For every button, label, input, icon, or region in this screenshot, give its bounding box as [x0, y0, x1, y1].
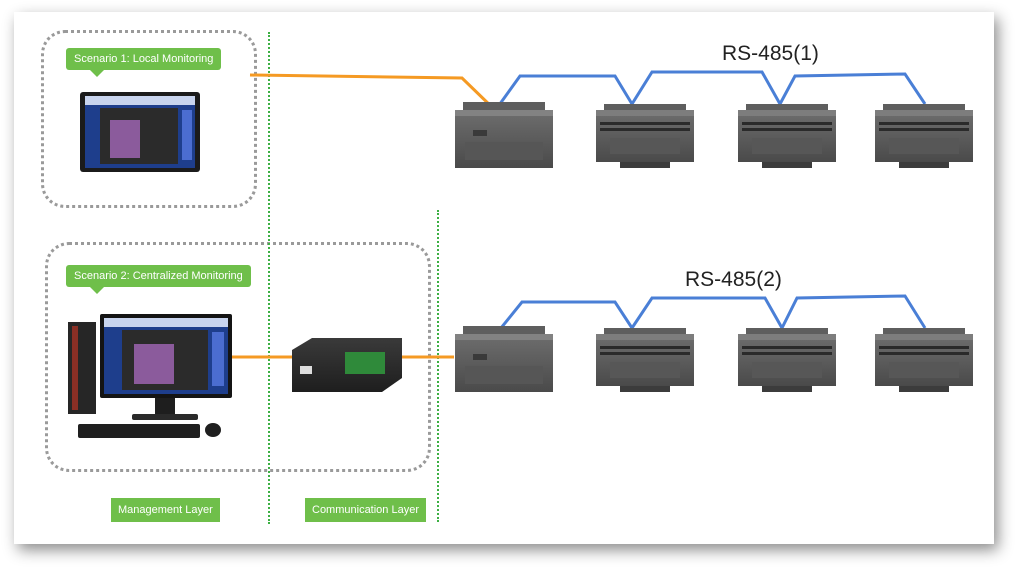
mouse-icon	[205, 423, 221, 437]
communication-layer-label: Communication Layer	[305, 498, 426, 522]
io-module-icon	[738, 328, 836, 392]
bus2-link-a	[495, 300, 634, 334]
scenario1-box	[41, 30, 257, 208]
io-module-icon	[596, 328, 694, 392]
touch-panel-icon	[80, 92, 200, 172]
scenario1-label: Scenario 1: Local Monitoring	[66, 48, 222, 77]
io-module-icon	[596, 104, 694, 168]
gateway-icon	[292, 338, 402, 392]
io-module-icon	[875, 328, 973, 392]
bus1-link-b	[630, 70, 782, 105]
io-module-icon	[455, 326, 553, 392]
io-module-icon	[738, 104, 836, 168]
layer-divider-2	[437, 210, 439, 522]
desktop-computer-icon	[68, 314, 232, 420]
bus-title-1: RS-485(1)	[722, 42, 819, 65]
bus-title-2: RS-485(2)	[685, 268, 782, 291]
bus2-link-c	[780, 294, 927, 329]
management-layer-label: Management Layer	[111, 498, 220, 522]
bus1-link-c	[778, 72, 927, 105]
bus1-link-a	[495, 74, 634, 109]
orange-link-1	[249, 73, 497, 112]
io-module-icon	[455, 102, 553, 168]
bus2-link-b	[630, 296, 784, 329]
keyboard-icon	[78, 424, 200, 438]
layer-divider-1	[268, 32, 270, 524]
io-module-icon	[875, 104, 973, 168]
scenario2-label: Scenario 2: Centralized Monitoring	[66, 265, 251, 294]
